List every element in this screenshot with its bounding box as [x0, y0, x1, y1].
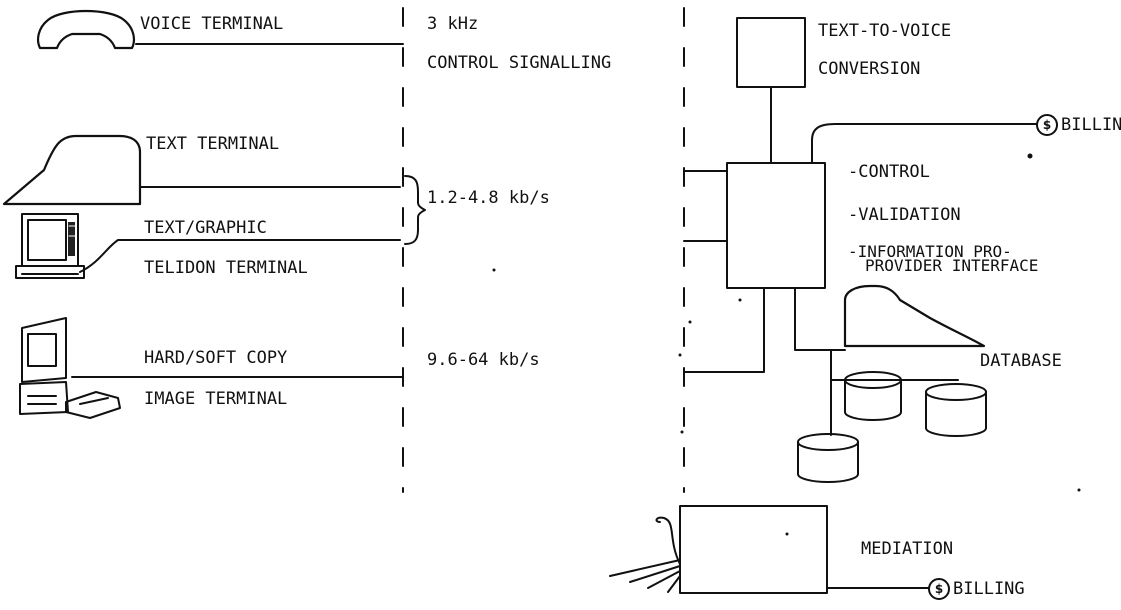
telidon-terminal-label: TELIDON TERMINAL [144, 258, 308, 278]
database-terminal-icon [845, 286, 984, 346]
voice-terminal-label: VOICE TERMINAL [140, 14, 283, 34]
text-terminal-icon [4, 136, 140, 204]
text-terminal-label: TEXT TERMINAL [146, 134, 279, 154]
disk-2 [926, 384, 986, 436]
database-label: DATABASE [980, 351, 1062, 371]
text-to-voice-label: TEXT-TO-VOICE [818, 21, 951, 41]
billing-link-top [812, 124, 1036, 163]
telephone-icon [38, 11, 134, 48]
mediation-input-wires [610, 518, 680, 592]
hard-soft-copy-label: HARD/SOFT COPY [144, 348, 287, 368]
text-rate-label: 1.2-4.8 kb/s [427, 188, 550, 208]
dollar-coin-icon: $ [1036, 114, 1058, 136]
rate-brace [405, 176, 425, 244]
image-rate-label: 9.6-64 kb/s [427, 350, 540, 370]
image-terminal-icon [20, 318, 120, 418]
billing-top-label: BILLING [1061, 115, 1121, 135]
mediation-label: MEDIATION [861, 539, 953, 559]
control-label: -CONTROL [848, 162, 930, 182]
billing-top: $ BILLING [1036, 114, 1121, 136]
voice-rate-label: 3 kHz [427, 14, 478, 34]
image-terminal-label: IMAGE TERMINAL [144, 389, 287, 409]
billing-bottom: $ BILLING [928, 578, 1025, 600]
telidon-terminal-icon [16, 214, 84, 278]
validation-label: -VALIDATION [848, 205, 961, 225]
info-provider-label-2: PROVIDER INTERFACE [865, 257, 1038, 274]
mediation-box [680, 506, 827, 593]
disk-3 [798, 434, 858, 482]
text-to-voice-box [737, 18, 805, 87]
text-graphic-label: TEXT/GRAPHIC [144, 218, 267, 238]
conversion-label: CONVERSION [818, 59, 920, 79]
database-link [795, 288, 845, 350]
control-signalling-label: CONTROL SIGNALLING [427, 53, 611, 73]
incoming-line-3 [684, 288, 764, 372]
dollar-coin-icon: $ [928, 578, 950, 600]
control-box [727, 163, 825, 288]
billing-bottom-label: BILLING [953, 579, 1025, 599]
